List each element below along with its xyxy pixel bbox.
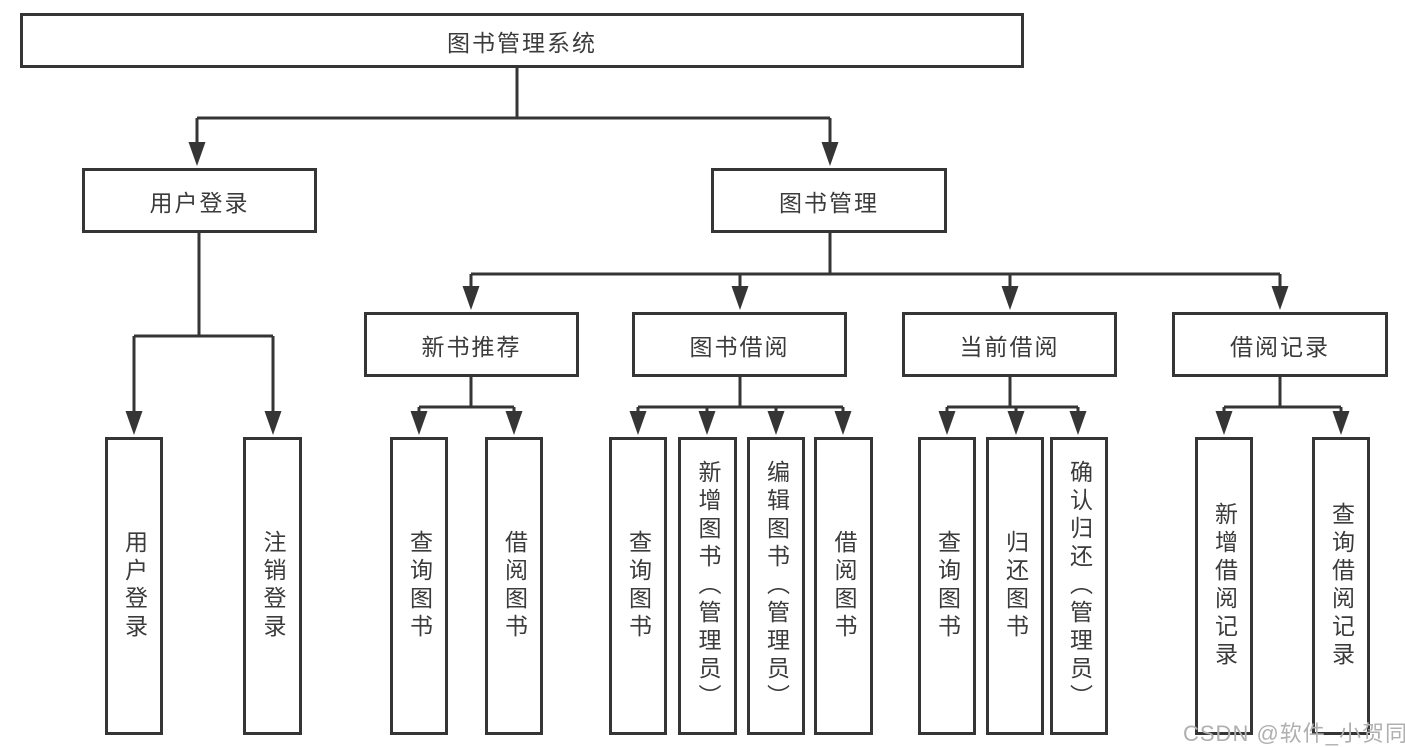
node-user-login-label: 用户登录 [149,189,250,216]
leaf-query-borrow-record: 查询借阅记录 [1312,437,1370,735]
node-new-book-recommend: 新书推荐 [364,312,579,377]
leaf-logout-login-label: 注销登录 [260,530,286,642]
leaf-recommend-query-books-label: 查询图书 [406,530,433,642]
leaf-return-books: 归还图书 [986,437,1044,735]
leaf-add-borrow-record-label: 新增借阅记录 [1211,502,1238,670]
node-root-label: 图书管理系统 [447,29,597,56]
leaf-logout-login: 注销登录 [243,437,302,735]
leaf-borrowing-query-books-label: 查询图书 [625,530,652,642]
node-book-borrowing: 图书借阅 [632,312,847,377]
leaf-current-query-books-label: 查询图书 [934,530,961,642]
leaf-borrowing-query-books: 查询图书 [609,437,667,735]
leaf-confirm-return-admin: 确认归还（管理员） [1050,437,1108,735]
leaf-add-borrow-record: 新增借阅记录 [1195,437,1253,735]
node-user-login: 用户登录 [82,168,317,233]
node-root: 图书管理系统 [20,13,1024,68]
leaf-edit-books-admin-label: 编辑图书（管理员） [763,460,790,712]
leaf-user-login: 用户登录 [105,437,163,735]
leaf-add-books-admin-label: 新增图书（管理员） [695,460,721,712]
node-current-borrowing-label: 当前借阅 [959,333,1060,360]
leaf-borrowing-borrow-books-label: 借阅图书 [831,530,857,642]
leaf-edit-books-admin: 编辑图书（管理员） [747,437,805,735]
leaf-query-borrow-record-label: 查询借阅记录 [1328,502,1355,670]
leaf-recommend-query-books: 查询图书 [390,437,448,735]
node-borrowing-records-label: 借阅记录 [1230,333,1330,360]
leaf-confirm-return-admin-label: 确认归还（管理员） [1066,460,1093,712]
leaf-add-books-admin: 新增图书（管理员） [678,437,737,735]
node-new-book-recommend-label: 新书推荐 [421,333,522,360]
leaf-recommend-borrow-books: 借阅图书 [485,437,543,735]
node-book-management-label: 图书管理 [779,189,879,216]
leaf-return-books-label: 归还图书 [1002,530,1029,642]
node-book-management: 图书管理 [711,168,947,233]
csdn-watermark: CSDN @软件_小贺同学 [1183,721,1405,746]
node-borrowing-records: 借阅记录 [1172,312,1388,377]
node-current-borrowing: 当前借阅 [902,312,1117,377]
leaf-borrowing-borrow-books: 借阅图书 [814,437,873,735]
leaf-current-query-books: 查询图书 [918,437,976,735]
leaf-user-login-label: 用户登录 [121,530,148,642]
leaf-recommend-borrow-books-label: 借阅图书 [501,530,528,642]
node-book-borrowing-label: 图书借阅 [689,333,790,360]
